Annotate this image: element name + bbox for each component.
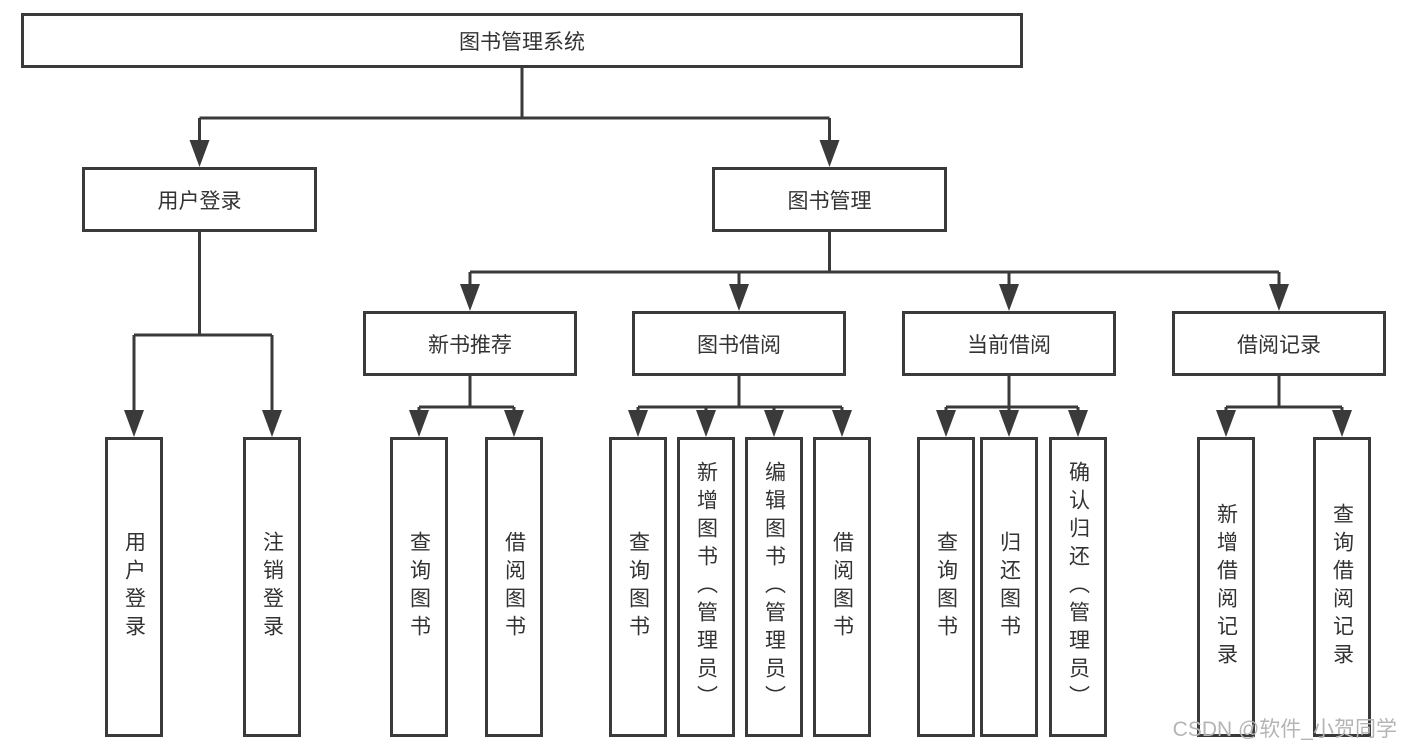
node-label: 查询图书 xyxy=(934,531,958,643)
node-label: 当前借阅 xyxy=(967,333,1051,357)
leaf-add-book-admin: 新增图书（管理员） xyxy=(677,437,735,737)
leaf-edit-book-admin: 编辑图书（管理员） xyxy=(745,437,803,737)
leaf-query-borrow-record: 查询借阅记录 xyxy=(1313,437,1371,737)
node-label: 新增图书（管理员） xyxy=(694,461,718,713)
node-label: 借阅图书 xyxy=(502,531,526,643)
node-label: 图书借阅 xyxy=(697,333,781,357)
leaf-borrow-books-recommend: 借阅图书 xyxy=(485,437,543,737)
node-book-management: 图书管理 xyxy=(712,167,947,232)
node-label: 图书管理系统 xyxy=(459,30,585,54)
node-label: 查询图书 xyxy=(407,531,431,643)
node-label: 编辑图书（管理员） xyxy=(762,461,786,713)
node-label: 借阅记录 xyxy=(1237,333,1321,357)
node-label: 查询图书 xyxy=(626,531,650,643)
leaf-user-login: 用户登录 xyxy=(105,437,163,737)
watermark: CSDN @软件_小贺同学 xyxy=(1172,718,1397,741)
node-label: 注销登录 xyxy=(260,531,284,643)
leaf-confirm-return-admin: 确认归还（管理员） xyxy=(1049,437,1107,737)
node-library-management-system: 图书管理系统 xyxy=(21,13,1023,68)
node-label: 新增借阅记录 xyxy=(1214,503,1238,671)
node-borrowing-records: 借阅记录 xyxy=(1172,311,1386,376)
node-label: 用户登录 xyxy=(157,189,242,213)
leaf-add-borrow-record: 新增借阅记录 xyxy=(1197,437,1255,737)
node-user-login: 用户登录 xyxy=(82,167,317,232)
node-new-book-recommend: 新书推荐 xyxy=(363,311,577,376)
leaf-query-books-recommend: 查询图书 xyxy=(390,437,448,737)
node-label: 确认归还（管理员） xyxy=(1066,461,1090,713)
node-label: 借阅图书 xyxy=(830,531,854,643)
node-label: 用户登录 xyxy=(122,531,146,643)
leaf-borrow-books-borrowing: 借阅图书 xyxy=(813,437,871,737)
node-current-borrowing: 当前借阅 xyxy=(902,311,1116,376)
arrowhead-icons xyxy=(124,140,1352,437)
node-book-borrowing: 图书借阅 xyxy=(632,311,846,376)
node-label: 新书推荐 xyxy=(428,333,512,357)
leaf-return-books: 归还图书 xyxy=(980,437,1038,737)
leaf-query-books-borrowing: 查询图书 xyxy=(609,437,667,737)
node-label: 图书管理 xyxy=(787,189,872,213)
node-label: 查询借阅记录 xyxy=(1330,503,1354,671)
leaf-logout-login: 注销登录 xyxy=(243,437,301,737)
node-label: 归还图书 xyxy=(997,531,1021,643)
leaf-query-books-current: 查询图书 xyxy=(917,437,975,737)
